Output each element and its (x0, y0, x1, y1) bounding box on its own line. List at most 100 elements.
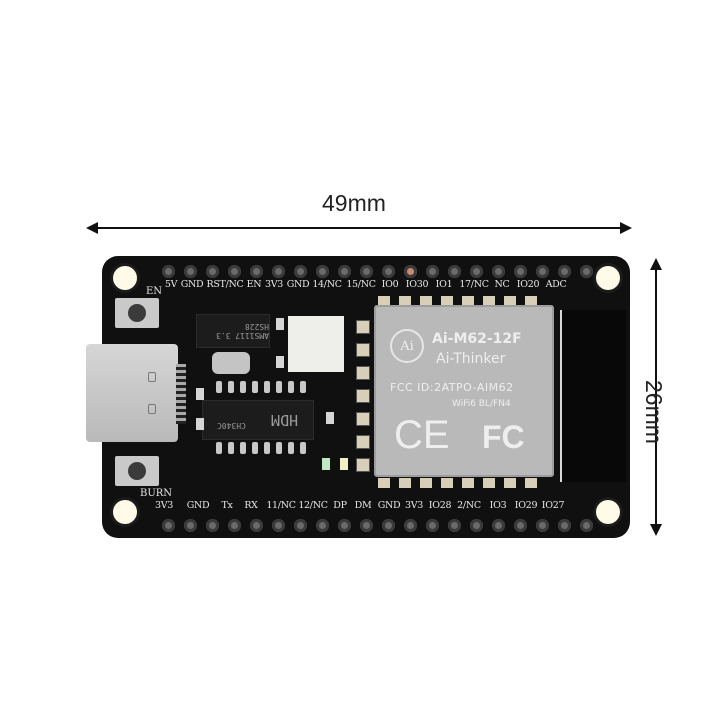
arrow-down-icon (650, 524, 662, 536)
pin-label: IO27 (541, 500, 565, 511)
usb-uart-chip: CH340C HDM (202, 400, 314, 440)
top-pin-header (157, 262, 597, 280)
pin-label: IO20 (516, 279, 540, 290)
height-dimension-label: 26mm (641, 380, 667, 444)
pin-label: DP (333, 500, 347, 511)
pin-label: NC (494, 279, 510, 290)
pin-label: IO0 (381, 279, 399, 290)
pin-pad (179, 516, 201, 534)
pin-pad (245, 262, 267, 280)
pin-label: 5V (164, 279, 178, 290)
pin-pad (311, 516, 333, 534)
pin-pad (465, 516, 487, 534)
pin-pad (399, 262, 421, 280)
en-button[interactable] (115, 298, 159, 328)
width-dimension-label: 49mm (322, 190, 386, 216)
pin-label: 12/NC (298, 500, 328, 511)
module-brand: Ai-Thinker (436, 351, 506, 367)
pin-pad (223, 262, 245, 280)
top-pin-labels: 5V GND RST/NC EN 3V3 GND 14/NC 15/NC IO0… (162, 279, 568, 290)
pin-pad (531, 516, 553, 534)
pin-pad (421, 516, 443, 534)
pin-pad (355, 516, 377, 534)
pin-pad (509, 262, 531, 280)
width-dimension-arrow (86, 222, 632, 234)
rgb-led (288, 316, 344, 372)
bottom-pin-labels: 3V3 GND Tx RX 11/NC 12/NC DP DM GND 3V3 … (150, 500, 566, 511)
crystal-oscillator (212, 352, 250, 374)
pin-pad (245, 516, 267, 534)
pin-pad (311, 262, 333, 280)
pin-label: 14/NC (312, 279, 342, 290)
pin-label: IO29 (514, 500, 538, 511)
pin-label: GND (286, 279, 310, 290)
radio-spec: WiFi6 BL/FN4 (452, 399, 511, 409)
pin-label: DM (354, 500, 372, 511)
pin-pad (575, 516, 597, 534)
ce-mark-icon: CE (394, 413, 450, 457)
arrow-left-icon (86, 222, 98, 234)
status-led-yellow (340, 458, 348, 470)
pin-label: 15/NC (346, 279, 376, 290)
pcb-antenna (560, 310, 626, 482)
arrow-right-icon (620, 222, 632, 234)
ai-thinker-logo-icon: Ai (390, 329, 424, 363)
pin-pad (289, 262, 311, 280)
status-led-green (322, 458, 330, 470)
burn-button[interactable] (115, 456, 159, 486)
pin-label: IO30 (405, 279, 429, 290)
voltage-regulator-chip: AMS1117 3.3 HS228 (196, 314, 270, 348)
pin-pad (267, 516, 289, 534)
pin-pad (377, 516, 399, 534)
pin-label: 3V3 (404, 500, 424, 511)
module-model: Ai-M62-12F (432, 331, 522, 347)
pin-label: ADC (545, 279, 567, 290)
pin-pad (289, 516, 311, 534)
pin-pad (267, 262, 289, 280)
pin-label: GND (377, 500, 401, 511)
pin-pad (509, 516, 531, 534)
pin-pad (553, 516, 575, 534)
pin-pad (157, 262, 179, 280)
wifi-module-shield: Ai Ai-M62-12F Ai-Thinker FCC ID:2ATPO-AI… (374, 305, 554, 477)
pin-label: IO1 (435, 279, 453, 290)
pin-label: IO3 (489, 500, 507, 511)
pin-pad (223, 516, 245, 534)
pin-pad (465, 262, 487, 280)
pin-pad (333, 516, 355, 534)
pin-pad (201, 516, 223, 534)
arrow-up-icon (650, 258, 662, 270)
pin-pad (553, 262, 575, 280)
pin-pad (421, 262, 443, 280)
height-dimension-arrow (650, 258, 662, 536)
mounting-hole (113, 266, 137, 290)
burn-button-label: BURN (140, 488, 173, 499)
pin-label: EN (246, 279, 262, 290)
bottom-pin-header (157, 516, 597, 534)
pin-label: GND (180, 279, 204, 290)
pin-pad (157, 516, 179, 534)
mounting-hole (113, 500, 137, 524)
pin-label: 17/NC (459, 279, 489, 290)
pin-label: 2/NC (457, 500, 481, 511)
pin-label: IO28 (428, 500, 452, 511)
pin-pad (575, 262, 597, 280)
pin-pad (487, 262, 509, 280)
fcc-mark-icon: FC (482, 419, 525, 455)
pin-label: 3V3 (154, 500, 174, 511)
pin-label: 11/NC (266, 500, 296, 511)
pin-label: RX (244, 500, 258, 511)
pin-pad (487, 516, 509, 534)
pin-pad (443, 262, 465, 280)
pin-pad (399, 516, 421, 534)
pin-label: 3V3 (264, 279, 284, 290)
pin-label: GND (186, 500, 210, 511)
pin-label: Tx (221, 500, 233, 511)
mounting-hole (596, 266, 620, 290)
usb-c-port[interactable] (86, 344, 186, 442)
mounting-hole (596, 500, 620, 524)
pin-pad (201, 262, 223, 280)
pin-pad (333, 262, 355, 280)
pin-pad (443, 516, 465, 534)
pin-pad (377, 262, 399, 280)
